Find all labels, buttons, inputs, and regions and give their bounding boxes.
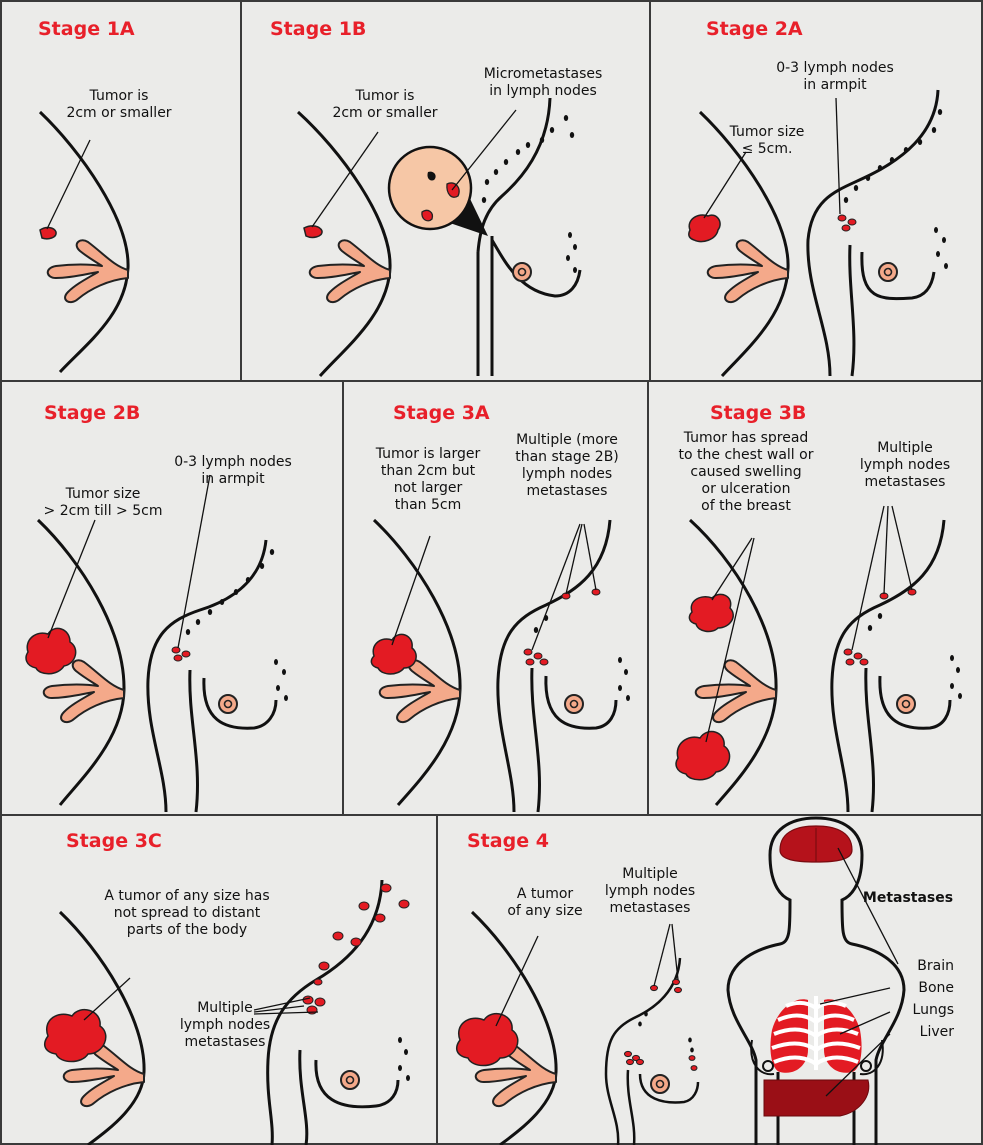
stage-3b-tumor-label: Tumor has spread to the chest wall or ca… — [664, 430, 828, 515]
stage-2a-tumor-label: Tumor size ≤ 5cm. — [712, 124, 822, 158]
stage-4-metastases-title: Metastases — [852, 890, 964, 907]
stage-4-organ-bone: Bone — [890, 980, 954, 997]
stage-4-organ-lungs: Lungs — [890, 1002, 954, 1019]
stage-3a-illustration — [371, 520, 630, 812]
stage-2a-node-label: 0-3 lymph nodes in armpit — [760, 60, 910, 94]
stage-1b-node-label: Micrometastases in lymph nodes — [468, 66, 618, 100]
stage-4-node-label: Multiple lymph nodes metastases — [590, 866, 710, 917]
stage-3a-node-label: Multiple (more than stage 2B) lymph node… — [502, 432, 632, 500]
stage-1a-tumor-label: Tumor is 2cm or smaller — [54, 88, 184, 122]
stage-1a-title: Stage 1A — [38, 18, 135, 40]
stage-3b-title: Stage 3B — [710, 402, 806, 424]
stage-2a-title: Stage 2A — [706, 18, 803, 40]
stage-1b-tumor-label: Tumor is 2cm or smaller — [320, 88, 450, 122]
stage-3c-title: Stage 3C — [66, 830, 162, 852]
stage-3c-tumor-label: A tumor of any size has not spread to di… — [82, 888, 292, 939]
stage-2b-illustration — [26, 475, 288, 812]
stage-4-organ-brain: Brain — [890, 958, 954, 975]
stage-3a-title: Stage 3A — [393, 402, 490, 424]
stage-2b-title: Stage 2B — [44, 402, 140, 424]
stage-1a-illustration — [40, 112, 128, 372]
stage-4-tumor-label: A tumor of any size — [490, 886, 600, 920]
stage-4-organ-liver: Liver — [890, 1024, 954, 1041]
stage-1b-title: Stage 1B — [270, 18, 366, 40]
stage-1b-illustration — [298, 98, 580, 376]
stage-3c-node-label: Multiple lymph nodes metastases — [170, 1000, 280, 1051]
stage-2b-node-label: 0-3 lymph nodes in armpit — [158, 454, 308, 488]
stage-3a-tumor-label: Tumor is larger than 2cm but not larger … — [362, 446, 494, 514]
stage-3b-illustration — [676, 506, 962, 812]
stage-4-title: Stage 4 — [467, 830, 549, 852]
stage-3b-node-label: Multiple lymph nodes metastases — [840, 440, 970, 491]
stage-2b-tumor-label: Tumor size > 2cm till > 5cm — [28, 486, 178, 520]
